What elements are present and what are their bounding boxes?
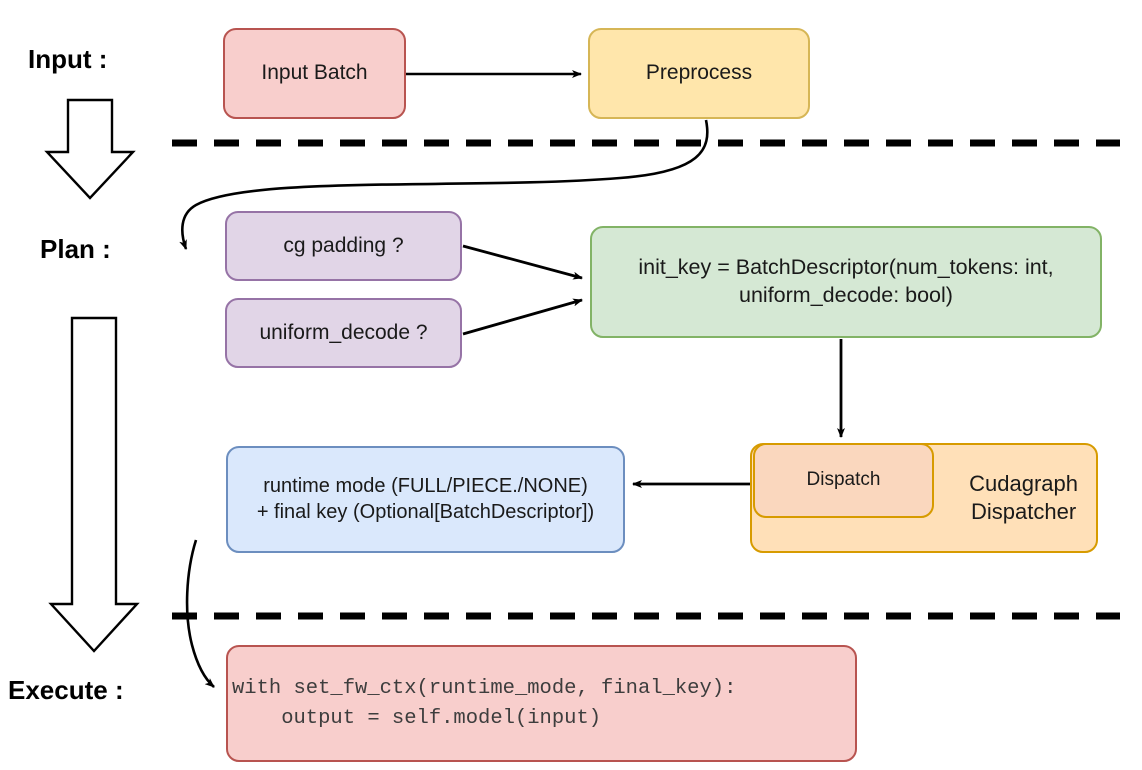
plan-to-execute-arrow (48, 316, 140, 653)
node-cg-padding-label: cg padding ? (283, 233, 404, 257)
node-dispatch[interactable]: Dispatch (753, 443, 934, 518)
input-to-plan-arrow (44, 98, 136, 200)
node-input-batch-label: Input Batch (261, 61, 368, 85)
node-preprocess[interactable]: Preprocess (588, 28, 810, 119)
node-exec-code[interactable]: with set_fw_ctx(runtime_mode, final_key)… (226, 645, 857, 762)
edge-uniform-decode-to-init-key (462, 298, 583, 336)
stage-label-plan: Plan : (40, 234, 111, 264)
node-exec-code-label: with set_fw_ctx(runtime_mode, final_key)… (232, 676, 737, 730)
node-preprocess-label: Preprocess (645, 61, 753, 85)
node-init-key[interactable]: init_key = BatchDescriptor(num_tokens: i… (590, 226, 1102, 338)
node-runtime-mode-label: runtime mode (FULL/PIECE./NONE) + final … (256, 474, 595, 523)
node-dispatch-label: Dispatch (806, 469, 881, 491)
node-input-batch[interactable]: Input Batch (223, 28, 406, 119)
node-cudagraph-dispatcher-label: Cudagraph Dispatcher (969, 470, 1078, 524)
node-cg-padding[interactable]: cg padding ? (225, 211, 462, 281)
node-uniform-decode[interactable]: uniform_decode ? (225, 298, 462, 368)
edge-runtime-mode-to-exec-code (185, 539, 215, 688)
node-init-key-label: init_key = BatchDescriptor(num_tokens: i… (638, 255, 1054, 307)
node-uniform-decode-label: uniform_decode ? (259, 320, 428, 344)
node-runtime-mode[interactable]: runtime mode (FULL/PIECE./NONE) + final … (226, 446, 625, 553)
edge-cg-padding-to-init-key (462, 244, 583, 280)
stage-label-input: Input : (28, 44, 108, 74)
stage-label-execute: Execute : (8, 675, 124, 705)
